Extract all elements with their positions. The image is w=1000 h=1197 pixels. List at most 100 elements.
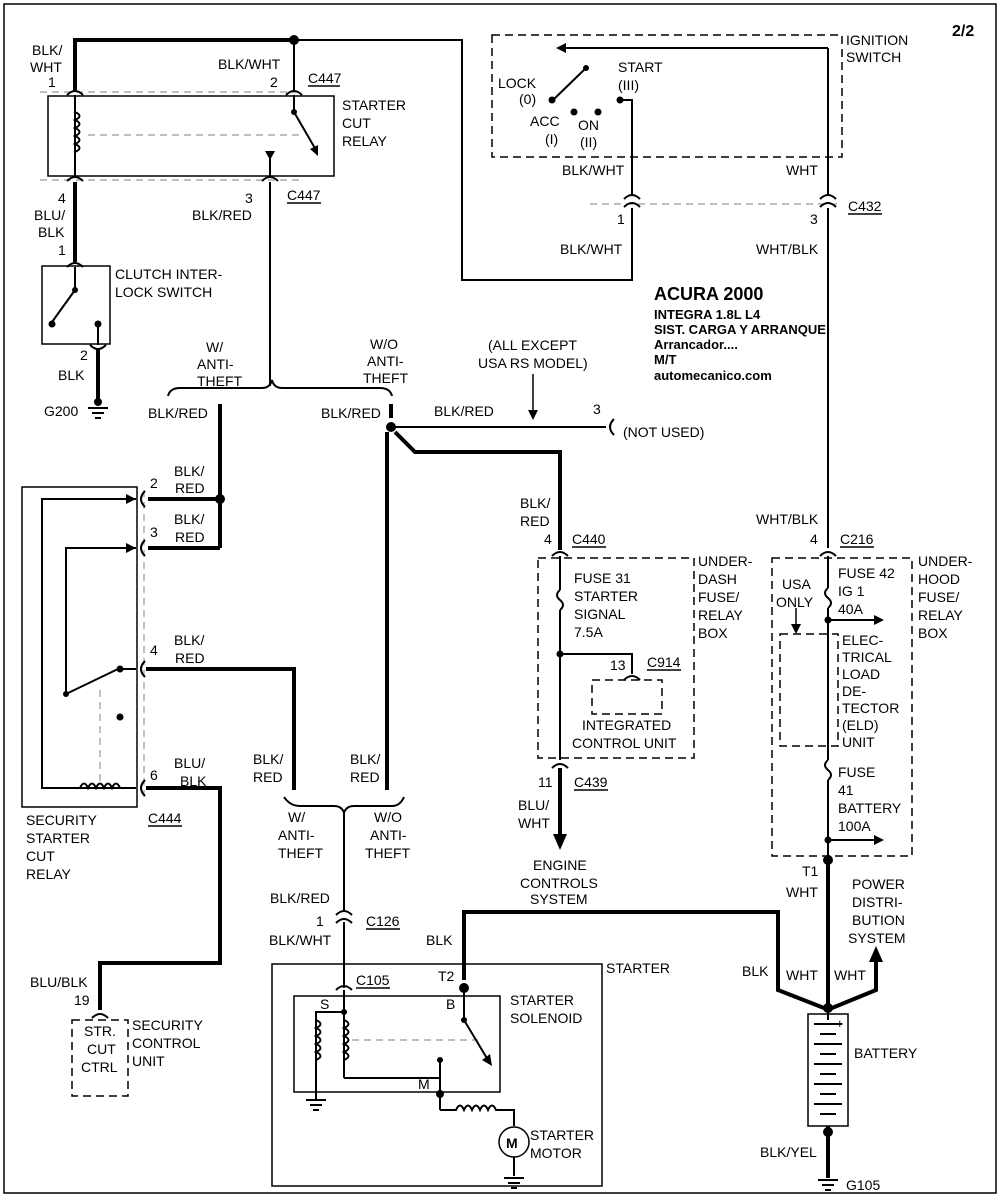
pin-label: 2 (80, 347, 88, 363)
eld-box (779, 633, 839, 747)
fuse-icon (824, 759, 832, 781)
starter-box (271, 963, 603, 1187)
pin-label: 3 (150, 524, 158, 540)
fuse-icon (824, 587, 832, 609)
security-control-unit-box (71, 1019, 129, 1097)
solenoid-hold-coil (341, 1019, 350, 1061)
pin-label: 11 (538, 774, 553, 790)
wire-label: BLK (38, 224, 65, 240)
wire (146, 667, 296, 790)
ignition-switch: IGNITION SWITCH LOCK (0) ACC (I) ON (II)… (491, 32, 908, 195)
connector-symbol (623, 675, 641, 681)
option-label: W/O (374, 809, 402, 825)
switch-contact (570, 108, 578, 116)
switch-acc-n: (I) (545, 131, 558, 147)
component-label: BATTERY (854, 1045, 918, 1061)
wire-label: BLU/ (174, 755, 205, 771)
fuse-label: 7.5A (574, 624, 603, 640)
ignition-switch-label-1: IGNITION (846, 32, 908, 48)
under-dash-fuse-relay-box: FUSE 31 STARTER SIGNAL 7.5A 13 C914 INTE… (537, 551, 753, 760)
component-label: CLUTCH INTER- (115, 266, 223, 282)
wire-label: RED (175, 650, 205, 666)
pin-label: 4 (544, 531, 552, 547)
component-label: CUT (87, 1041, 116, 1057)
blk-wht-wire (296, 39, 633, 281)
connector-label: C105 (356, 972, 390, 988)
switch-start-n: (III) (618, 77, 639, 93)
wire-label: WHT (518, 815, 550, 831)
connector-symbol (623, 194, 641, 200)
component-label: FUSE/ (918, 589, 959, 605)
fuse-label: 40A (838, 601, 864, 617)
terminal-label: B (446, 996, 455, 1012)
component-label: STARTER (342, 97, 406, 113)
integrated-control-unit-box (591, 679, 663, 715)
relay-coil (79, 782, 121, 791)
switch-contact (548, 96, 556, 104)
solenoid-contact (463, 1019, 489, 1061)
component-label: SYSTEM (848, 930, 906, 946)
contact-dot (116, 713, 124, 721)
component-label: UNDER- (918, 553, 973, 569)
component-label: ENGINE (533, 857, 587, 873)
note-label: (ALL EXCEPT (488, 337, 577, 353)
battery: + BATTERY (807, 1010, 918, 1127)
component-label: MOTOR (530, 1145, 582, 1161)
wire-label: BLU/ (34, 207, 65, 223)
clutch-switch-box (41, 265, 111, 345)
terminal-label: T2 (438, 968, 455, 984)
component-label: CTRL (81, 1059, 118, 1075)
option-label: ANTI- (367, 353, 404, 369)
connector-symbol (140, 539, 146, 557)
component-label: FUSE/ (698, 589, 739, 605)
wire-label: BLK/WHT (269, 932, 332, 948)
connector-symbol (335, 985, 353, 991)
component-label: BUTION (852, 912, 905, 928)
wire-label: WHT (30, 59, 62, 75)
connector-symbol (623, 202, 641, 208)
component-label: SYSTEM (530, 891, 588, 907)
connector-symbol (91, 1013, 109, 1019)
component-label: LOCK SWITCH (115, 284, 212, 300)
component-label: STARTER (510, 992, 574, 1008)
contact-dot (72, 287, 78, 293)
option-label: THEFT (363, 370, 409, 386)
connector-label: C444 (148, 810, 182, 826)
wire-label: BLU/BLK (30, 974, 88, 990)
title-line-4: Arrancador.... (654, 337, 738, 352)
option-label: ANTI- (197, 356, 234, 372)
component-label: DASH (698, 571, 737, 587)
contact-dot (291, 109, 297, 115)
ground-label: G105 (846, 1177, 880, 1193)
component-label: UNDER- (698, 553, 753, 569)
title-line-1: ACURA 2000 (654, 284, 763, 304)
wire-label: RED (175, 480, 205, 496)
option-brace (167, 379, 393, 397)
connector-symbol (551, 551, 569, 557)
ground-label: G200 (44, 403, 78, 419)
arrow-icon (869, 946, 883, 962)
note-label: ONLY (776, 594, 814, 610)
ignition-switch-blade (552, 67, 587, 101)
under-hood-fuse-relay-box: USA ONLY FUSE 42 IG 1 40A ELEC- TRICAL L… (771, 551, 973, 860)
wire-label: WHT (834, 967, 866, 983)
arrow-icon (126, 543, 136, 553)
connector-symbol (335, 918, 353, 924)
wire (98, 786, 222, 1010)
switch-contact (583, 65, 589, 71)
connector-label: C216 (840, 531, 874, 547)
component-label: SECURITY (132, 1017, 203, 1033)
component-label: DISTRI- (852, 894, 903, 910)
pin-label: 1 (58, 242, 66, 258)
component-label: RELAY (26, 866, 72, 882)
fuse-label: FUSE 31 (574, 570, 631, 586)
connector-label: C447 (308, 70, 342, 86)
connector-symbol (335, 910, 353, 916)
security-control-unit: STR. CUT CTRL SECURITY CONTROL UNIT (71, 1013, 203, 1097)
terminal-label: S (320, 996, 329, 1012)
connector-label: C914 (647, 654, 681, 670)
battery-plus-icon: + (836, 1016, 844, 1031)
diagram-frame (3, 3, 997, 1194)
wire-label: BLK (180, 773, 207, 789)
fuse-label: 41 (838, 782, 854, 798)
